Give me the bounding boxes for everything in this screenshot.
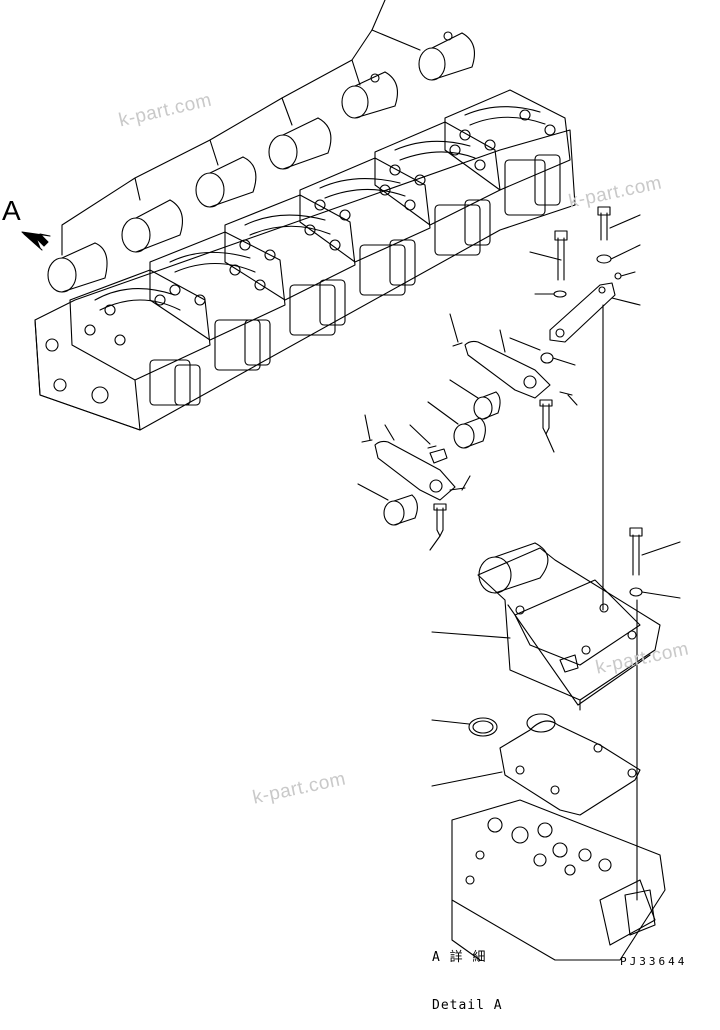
- bolt-long: [529, 230, 568, 298]
- detail-caption-jp: A 詳 細: [432, 950, 487, 965]
- sleeve-4: [268, 117, 332, 170]
- cylinder-head-2: [149, 231, 286, 371]
- bushing-lower: [357, 483, 418, 526]
- cylinder-head-bottom: [451, 799, 666, 961]
- detail-caption: A 詳 細 Detail A: [432, 918, 503, 1030]
- drawing-code: PJ33644: [620, 955, 688, 968]
- cylinder-head-4: [299, 157, 431, 296]
- group-leader-bracket: [61, 0, 421, 256]
- cylinder-head-5: [374, 121, 501, 256]
- cylinder-head-3: [224, 194, 356, 336]
- pin-lower: [429, 503, 447, 551]
- bushing-mid: [427, 401, 486, 449]
- bolt-housing: [629, 527, 681, 599]
- cylinder-head-row: [34, 89, 576, 431]
- view-letter-label: A: [2, 195, 21, 226]
- bushing-upper: [449, 379, 501, 420]
- bolt-upper-right: [596, 206, 641, 280]
- cylinder-head-6: [444, 89, 571, 216]
- sleeve-5: [341, 71, 398, 119]
- bracket: [549, 282, 641, 343]
- rocker-arm-upper: [449, 313, 578, 406]
- sleeve-3: [195, 156, 257, 208]
- sleeve-2: [121, 199, 183, 253]
- rocker-housing: [431, 542, 661, 711]
- sleeve-row: [47, 31, 475, 293]
- o-ring: [431, 717, 498, 737]
- pin-upper: [539, 399, 555, 453]
- sleeve-1: [47, 242, 108, 293]
- rocker-arm-lower: [361, 414, 471, 501]
- alignment-lines: [602, 304, 638, 901]
- gasket: [431, 713, 641, 816]
- detail-caption-en: Detail A: [432, 998, 503, 1013]
- sleeve-6: [418, 31, 475, 81]
- exploded-parts-diagram: [21, 0, 681, 961]
- view-arrow: [21, 231, 51, 251]
